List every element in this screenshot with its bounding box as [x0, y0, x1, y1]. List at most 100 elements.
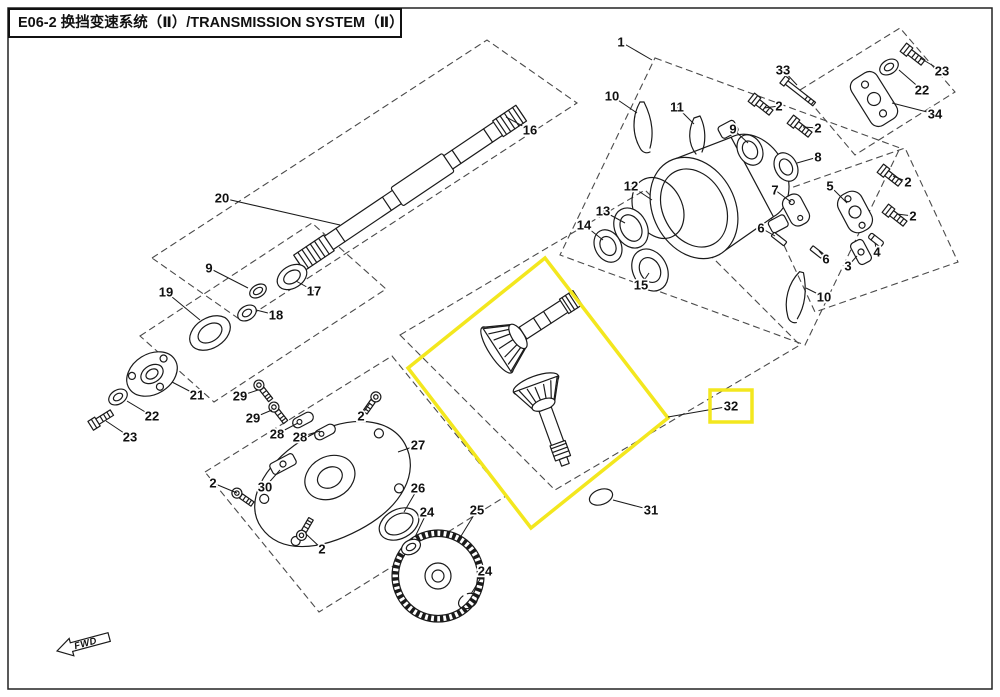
leader-line-33: [782, 69, 798, 86]
part-seal-8: [773, 152, 799, 182]
leader-line-4: [874, 242, 878, 253]
part-label-9: 9: [205, 261, 212, 276]
part-washer-18: [234, 301, 260, 325]
part-bevel-pinion-shaft: [480, 289, 583, 374]
leader-line-32: [667, 405, 732, 418]
fwd-arrow: FWD: [55, 631, 112, 657]
part-label-23: 23: [935, 64, 949, 79]
leader-line-6: [760, 227, 776, 237]
part-label-13: 13: [596, 204, 610, 219]
part-label-24: 24: [420, 505, 435, 520]
leader-line-26: [403, 487, 419, 513]
leader-line-22: [898, 69, 923, 91]
part-oilseal-19: [189, 315, 231, 351]
group-box-mainshaft: [151, 39, 578, 322]
part-label-28: 28: [293, 430, 307, 445]
leader-line-21: [171, 381, 198, 396]
leader-line-2: [896, 213, 914, 217]
part-gasket-26: [378, 507, 420, 541]
leader-line-7: [774, 189, 792, 203]
leader-line-14: [583, 224, 604, 241]
part-label-18: 18: [269, 308, 283, 323]
part-seal-13: [613, 207, 649, 249]
part-clip-28a: [292, 411, 314, 429]
part-label-33: 33: [776, 63, 790, 78]
leader-line-13: [602, 210, 626, 224]
leader-line-17: [295, 280, 315, 292]
highlight-frame-bevel-gears: [405, 255, 671, 531]
leader-line-11: [676, 106, 695, 125]
leader-line-9: [208, 267, 249, 289]
leader-line-24: [470, 570, 486, 595]
leader-line-1: [620, 41, 653, 61]
part-oring-31: [588, 488, 614, 506]
group-box-housing: [559, 57, 901, 346]
part-label-19: 19: [159, 285, 173, 300]
part-label-5: 5: [826, 179, 833, 194]
leader-line-28: [299, 430, 321, 438]
part-label-29: 29: [246, 411, 260, 426]
part-label-7: 7: [771, 183, 778, 198]
part-bearing-15: [631, 248, 669, 292]
part-label-12: 12: [624, 179, 638, 194]
group-box-bevel-gears: [399, 189, 801, 491]
part-label-25: 25: [470, 503, 484, 518]
leader-line-27: [397, 444, 419, 453]
leader-line-2: [802, 126, 819, 129]
leader-line-23: [919, 57, 943, 72]
part-circlip-24b: [457, 592, 479, 610]
part-washer-22: [105, 385, 131, 409]
part-pin-6a: [770, 231, 788, 247]
leader-line-29: [252, 409, 273, 419]
part-housing-1: [649, 119, 790, 260]
part-label-29: 29: [233, 389, 247, 404]
leader-line-16: [505, 116, 531, 131]
part-bevel-gear-shaft: [512, 372, 572, 467]
leader-line-6: [818, 250, 827, 260]
diagram-border: [7, 7, 993, 690]
part-label-2: 2: [904, 175, 911, 190]
part-label-16: 16: [523, 123, 537, 138]
leader-line-2: [763, 105, 780, 109]
part-fork-11: [689, 115, 706, 155]
leader-line-2: [212, 482, 238, 494]
part-clip-28b: [314, 423, 336, 441]
part-label-2: 2: [814, 121, 821, 136]
part-label-11: 11: [670, 100, 684, 115]
part-label-28: 28: [270, 427, 284, 442]
part-washer-14: [593, 229, 623, 263]
leader-line-23: [105, 420, 131, 438]
leader-line-25: [457, 509, 478, 542]
part-label-30: 30: [258, 480, 272, 495]
leader-line-5: [829, 185, 848, 204]
leader-line-12: [630, 185, 653, 201]
part-spacer-9: [249, 283, 267, 299]
part-label-2: 2: [209, 476, 216, 491]
part-label-22: 22: [145, 409, 159, 424]
part-label-26: 26: [411, 481, 425, 496]
part-flange-21: [126, 351, 178, 397]
part-gasket-7: [781, 193, 811, 227]
part-cover-plate-5: [836, 190, 874, 234]
part-label-20: 20: [215, 191, 229, 206]
part-bolt-2-bracket: [229, 485, 256, 509]
part-label-27: 27: [411, 438, 425, 453]
part-label-4: 4: [873, 245, 881, 260]
group-box-cover-plate: [761, 147, 959, 313]
leader-line-19: [165, 291, 201, 321]
part-mainshaft-20: [293, 104, 528, 272]
part-label-6: 6: [757, 221, 764, 236]
part-bracket-34: [849, 70, 899, 128]
part-bolt-2-plate-b: [881, 203, 909, 229]
part-label-2: 2: [775, 99, 782, 114]
part-label-23: 23: [123, 430, 137, 445]
highlight-frame-label-32: [708, 388, 754, 424]
leader-line-28: [276, 422, 299, 435]
part-label-24: 24: [478, 564, 493, 579]
part-label-2: 2: [909, 209, 916, 224]
leader-line-8: [796, 156, 819, 164]
part-label-9: 9: [729, 122, 736, 137]
